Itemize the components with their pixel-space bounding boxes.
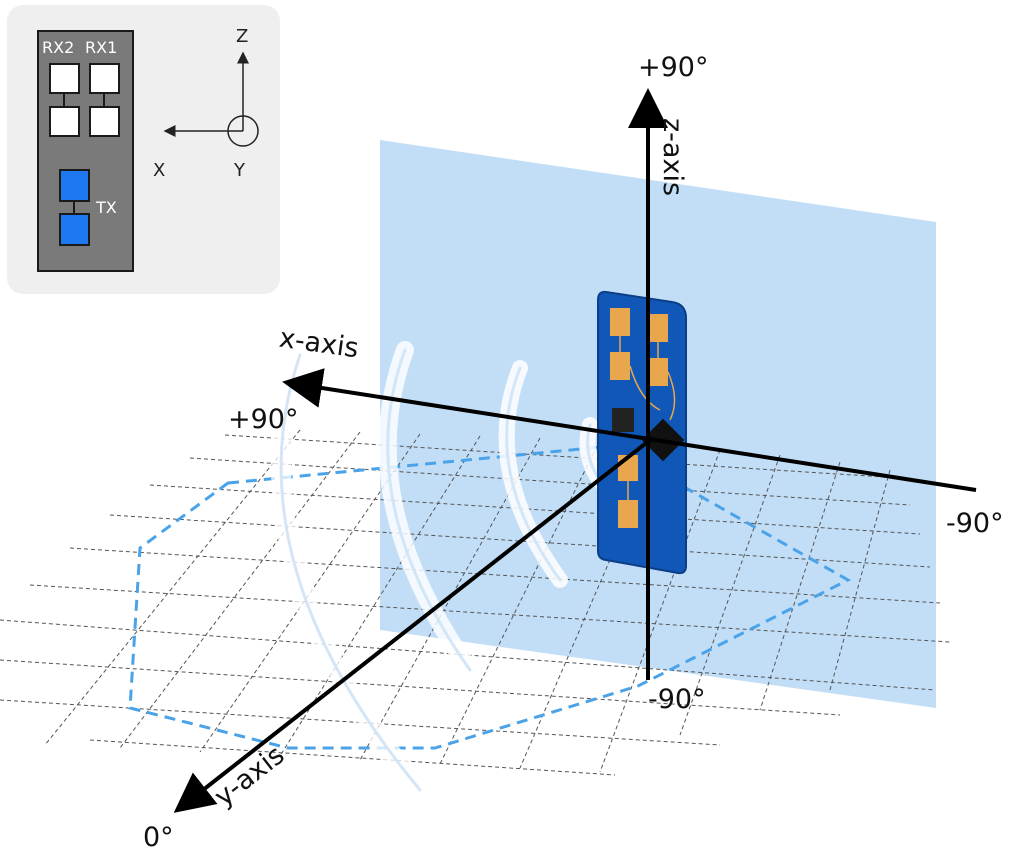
z-plus-label: +90° [638,52,709,83]
inset-board: RX2 RX1 TX [37,30,134,272]
x-plus-label: +90° [228,404,299,435]
rx2-pad-bottom [49,106,80,137]
inset-y-label: Y [234,160,245,181]
y-zero-label: 0° [143,822,174,853]
rx2-pad-top [49,63,80,94]
wave-arcs [271,341,633,800]
tx-pad-top [59,169,90,202]
rx1-label: RX1 [85,38,118,57]
inset-z-label: Z [236,26,249,47]
ground-grid [0,429,951,776]
tx-label: TX [96,198,117,217]
rx2-connector [63,94,65,106]
x-axis-line [282,368,977,492]
rx1-pad-bottom [89,106,120,137]
inset-x-label: X [153,160,166,181]
radar-pcb [597,290,687,575]
y-axis-line [173,438,652,813]
x-minus-label: -90° [946,508,1004,539]
rx1-connector [103,94,105,106]
z-minus-label: -90° [648,684,706,715]
coverage-boundary [128,444,852,750]
rx1-pad-top [89,63,120,94]
tx-connector [73,202,75,213]
rx2-label: RX2 [42,38,75,57]
tx-pad-bottom [59,213,90,246]
inset-axes [163,51,259,147]
antenna-layout-inset: RX2 RX1 TX Z X Y [7,5,280,294]
z-axis-label: z-axis [657,118,688,197]
